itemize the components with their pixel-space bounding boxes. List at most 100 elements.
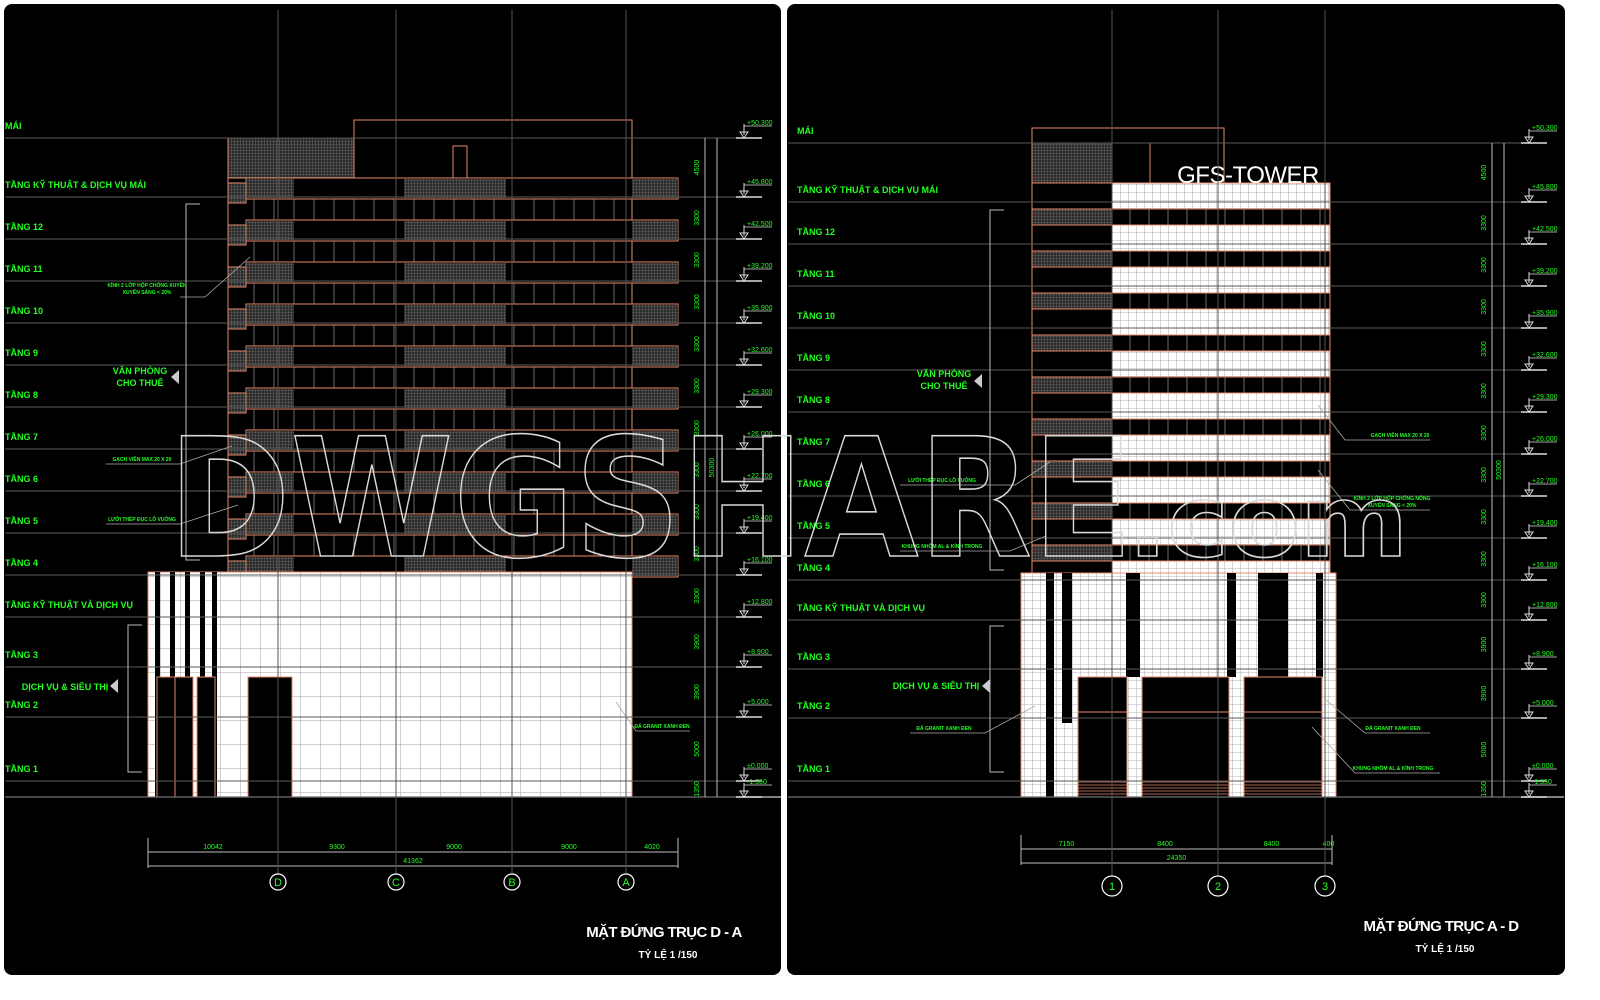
podium-fin [1316,573,1323,677]
axis-label: B [508,877,515,889]
annotation-label: KÍNH 2 LỚP HỘP CHỐNG NÓNG [1354,494,1431,502]
floor-label: TẦNG 1 [797,764,830,774]
elevation-value: +8.900 [747,649,769,656]
storey-dimension: 3900 [694,684,701,700]
total-height-dimension: 50300 [709,458,716,478]
podium-fin [1046,573,1054,797]
annotation-label: XUYÊN SÁNG < 20% [1368,501,1417,509]
group-bracket [185,203,200,561]
floor-label: TẦNG 9 [5,348,38,358]
floor-label: TẦNG KỸ THUẬT VÀ DỊCH VỤ [5,599,133,610]
arrow-left-icon [110,679,118,693]
glass-band [1111,350,1331,378]
floor-label: TẦNG 6 [5,474,38,484]
elevation-value: +45.800 [747,179,773,186]
bay-dimension: 8400 [1157,841,1173,848]
group-label: CHO THUÊ [921,380,968,391]
floor-label: TẦNG 12 [797,227,835,237]
bay-dimension: 9000 [446,844,462,851]
side-panel [227,476,247,498]
elevation-value: +5.000 [747,699,769,706]
bay-dimension: 9300 [329,844,345,851]
group-label: VĂN PHÒNG [113,365,168,376]
annotation-label: GẠCH VIÊN MAX 20 X 20 [1371,431,1430,439]
elevation-value: +22.700 [747,473,773,480]
podium-fin [1126,573,1140,677]
storey-dimension: 3300 [1481,341,1488,357]
storey-dimension: 3300 [694,336,701,352]
axis-bubble [617,873,635,891]
glass-band [1111,266,1331,294]
side-panel [227,392,247,414]
elevation-value: +50.300 [1532,125,1558,132]
drawing-title: MẶT ĐỨNG TRỤC D - A [586,923,742,941]
elevation-value: ±0.000 [747,763,768,770]
bay-dimension: 8400 [1264,841,1280,848]
building-name: GFS-TOWER [1177,162,1319,189]
floor-label: TẦNG 12 [5,222,43,232]
storey-dimension: 3900 [1481,637,1488,653]
leader-line [900,461,1051,486]
perforated-panel [404,179,506,198]
entrance-door [1141,676,1230,798]
floor-label: TẦNG 2 [797,701,830,711]
perforated-panel [632,263,678,282]
elevation-value: +5.000 [1532,700,1554,707]
podium-fin [1062,573,1072,723]
annotation-label: GẠCH VIÊN MAX 20 X 20 [113,455,172,463]
axis-label: D [274,877,282,889]
elevation-value: -1.350 [1532,779,1552,786]
floor-label: TẦNG 8 [797,395,830,405]
main-door [247,676,293,798]
storey-dimension: 1350 [694,781,701,797]
perforated-panel [404,389,506,408]
storey-dimension: 3300 [1481,299,1488,315]
elevation-value: +32.600 [1532,352,1558,359]
podium-granite-wall [147,571,633,798]
entrance-door [1077,676,1128,798]
axis-label: 2 [1215,881,1221,893]
leader-line [1325,699,1430,734]
elevation-value: +39.200 [747,263,773,270]
side-panel [227,518,247,540]
annotation-label: KÍNH 2 LỚP HỘP CHỐNG XUYÊN [107,281,186,289]
group-bracket [127,624,142,773]
elevation-value: ±0.000 [1532,763,1553,770]
drawing-scale: TỶ LỆ 1 /150 [639,948,698,961]
elevation-value: +12.800 [1532,602,1558,609]
storey-dimension: 5000 [1481,742,1488,758]
elevation-value: -1.350 [747,779,767,786]
perforated-panel [404,221,506,240]
leader-line [1317,404,1430,441]
side-panel [227,224,247,246]
storey-dimension: 3300 [1481,592,1488,608]
roof-door [452,145,468,179]
perforated-panel [404,557,506,576]
perforated-panel [1031,292,1113,310]
perforated-panel [246,305,294,324]
elevation-value: +29.300 [1532,394,1558,401]
floor-label: TẦNG KỸ THUẬT & DỊCH VỤ MÁI [5,179,146,190]
perforated-panel [632,179,678,198]
annotation-label: LƯỚI THÉP ĐỤC LỖ VUÔNG [908,476,976,484]
perforated-panel [246,221,294,240]
storey-dimension: 3300 [694,210,701,226]
perforated-panel [632,305,678,324]
axis-bubble [387,873,405,891]
elevation-value: +35.900 [747,305,773,312]
annotation-label: ĐÁ GRANIT XANH ĐEN [916,725,972,732]
storey-dimension: 3300 [694,462,701,478]
leader-line [900,535,1047,552]
elevation-value: +22.700 [1532,478,1558,485]
elevation-value: +19.400 [1532,520,1558,527]
storey-dimension: 3300 [694,546,701,562]
arrow-left-icon [171,370,179,384]
floor-label: TẦNG 7 [5,432,38,442]
floor-label: TẦNG 2 [5,700,38,710]
perforated-panel [632,389,678,408]
elevation-value: +16.100 [747,557,773,564]
perforated-panel [246,347,294,366]
storey-dimension: 1350 [1481,781,1488,797]
axis-label: 3 [1322,881,1328,893]
perforated-panel [1031,250,1113,268]
